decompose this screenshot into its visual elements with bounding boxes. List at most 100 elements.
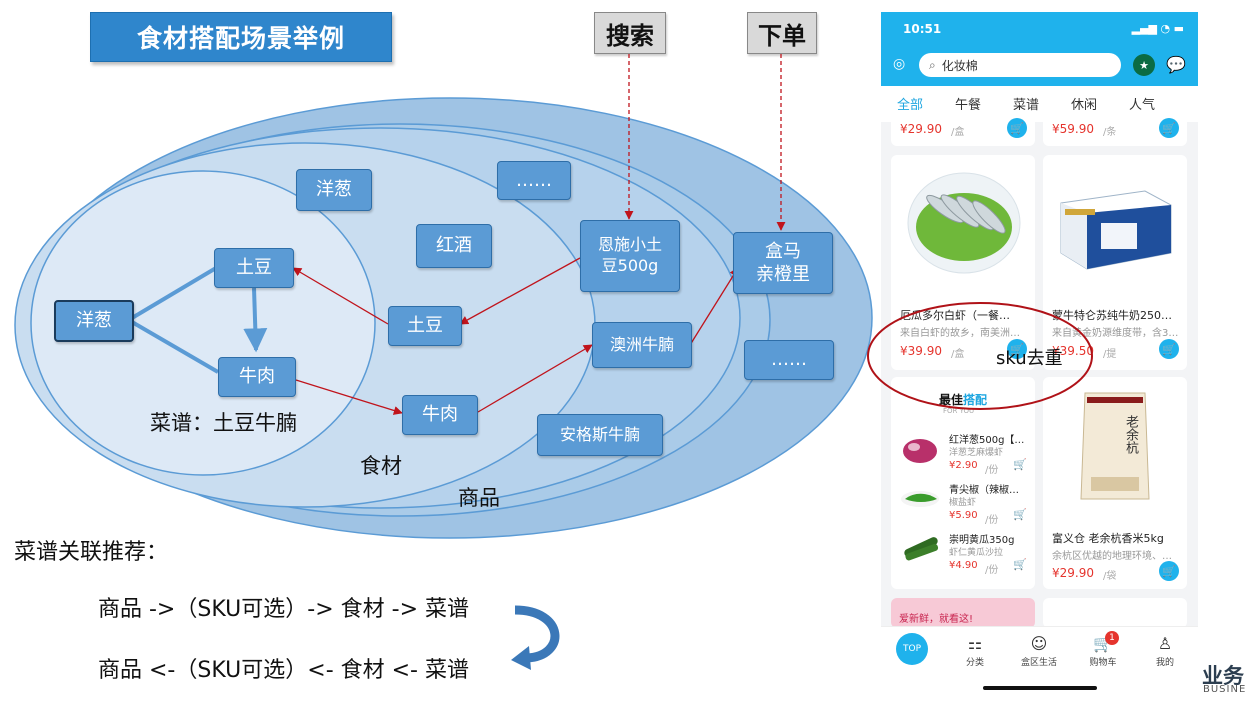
- arrow-ing-potato-recipe-potato: [292, 267, 389, 325]
- product-desc: 来自黄金奶源维度带，含3…: [1052, 328, 1179, 339]
- pairing-name: 青尖椒（辣椒…: [949, 485, 1019, 496]
- nav-life[interactable]: ☺盒区生活: [1015, 633, 1063, 668]
- nav-category[interactable]: ⚏分类: [951, 633, 999, 668]
- arrow-ing-beef-aus: [477, 344, 593, 413]
- search-label: 搜索: [594, 12, 666, 54]
- link-onion-beef: [130, 320, 220, 374]
- milk-box-image: [1060, 190, 1172, 270]
- pairing-unit: /份: [985, 515, 999, 526]
- product-desc: 余杭区优越的地理环境、…: [1052, 551, 1172, 562]
- product-name: 富义仓 老余杭香米5kg: [1052, 532, 1164, 545]
- scroll-top-button[interactable]: TOP: [896, 633, 928, 665]
- product-unit: /盒: [951, 349, 965, 360]
- cart-add-icon[interactable]: 🛒: [1007, 118, 1027, 138]
- cart-add-icon[interactable]: 🛒: [1159, 339, 1179, 359]
- annotation-ellipse: [867, 302, 1093, 410]
- search-input[interactable]: ⌕ 化妆棉: [919, 53, 1121, 77]
- chat-bubble-icon: ☺: [1030, 634, 1048, 653]
- nav-me[interactable]: ♙我的: [1141, 633, 1189, 668]
- product-price: ¥59.90: [1052, 122, 1094, 136]
- category-grid-icon: ⚏: [967, 634, 983, 653]
- promo-banner[interactable]: 爱新鲜，就看这!: [891, 598, 1035, 628]
- status-signal-icon: ▂▄▆ ◔ ▬: [1131, 22, 1184, 35]
- pairing-item[interactable]: 崇明黄瓜350g 虾仁黄瓜沙拉 ¥4.90 /份 🛒: [891, 525, 1035, 576]
- pairing-desc: 椒盐虾: [949, 498, 977, 508]
- product-price: ¥29.90: [900, 122, 942, 136]
- store-node-hema: 盒马 亲橙里: [733, 232, 833, 294]
- cart-add-icon[interactable]: 🛒: [1007, 339, 1027, 359]
- rice-bag-image: [1080, 392, 1150, 500]
- product-unit: /条: [1103, 127, 1117, 138]
- product-card-partial[interactable]: [1043, 598, 1187, 628]
- pairing-name: 红洋葱500g【…: [949, 435, 1025, 446]
- product-price: ¥39.90: [900, 344, 942, 358]
- starbucks-logo-icon[interactable]: ★: [1133, 54, 1155, 76]
- pairing-item[interactable]: 红洋葱500g【… 洋葱芝麻爆虾 ¥2.90 /份 🛒: [891, 425, 1035, 476]
- search-icon: ⌕: [929, 57, 936, 72]
- product-desc: 来自白虾的故乡，南美洲…: [900, 328, 1020, 339]
- cart-icon: 🛒: [1093, 634, 1113, 653]
- user-icon: ♙: [1157, 634, 1173, 653]
- best-pairing-card: 最佳搭配 FOR YOU 红洋葱500g【… 洋葱芝麻爆虾 ¥2.90 /份 🛒…: [891, 377, 1035, 589]
- recipe-node-potato: 土豆: [214, 248, 294, 288]
- tab-popular[interactable]: 人气: [1129, 98, 1156, 113]
- product-node-angus-beef: 安格斯牛腩: [537, 414, 663, 456]
- product-unit: /盒: [951, 127, 965, 138]
- tab-lunch[interactable]: 午餐: [955, 98, 982, 113]
- pairing-desc: 虾仁黄瓜沙拉: [949, 548, 1004, 558]
- product-card-partial[interactable]: ¥59.90 /条 🛒: [1043, 110, 1187, 146]
- search-placeholder: 化妆棉: [941, 58, 978, 73]
- ingredient-node-onion: 洋葱: [296, 169, 372, 211]
- ingredient-node-wine: 红酒: [416, 224, 492, 268]
- product-card-shrimp[interactable]: 厄瓜多尔白虾（一餐… 来自白虾的故乡，南美洲… ¥39.90 /盒 🛒: [891, 155, 1035, 370]
- slide-title: 食材搭配场景举例: [90, 12, 392, 62]
- recipe-node-beef: 牛肉: [218, 357, 296, 397]
- product-name: 厄瓜多尔白虾（一餐…: [900, 309, 1010, 322]
- shrimp-image: [907, 172, 1021, 274]
- red-onion-image: [903, 439, 937, 463]
- cart-add-icon[interactable]: 🛒: [1159, 118, 1179, 138]
- best-pairing-sub: FOR YOU: [943, 407, 975, 415]
- tab-all[interactable]: 全部: [897, 98, 924, 113]
- product-node-aus-beef: 澳洲牛腩: [592, 322, 692, 368]
- link-potato-beef: [243, 287, 268, 353]
- order-label: 下单: [747, 12, 817, 54]
- cart-add-icon[interactable]: 🛒: [1013, 508, 1027, 521]
- link-onion-potato: [130, 266, 218, 320]
- product-card-rice[interactable]: 老余杭 富义仓 老余杭香米5kg 余杭区优越的地理环境、… ¥29.90 /袋 …: [1043, 377, 1187, 589]
- location-pin-icon[interactable]: ◎: [893, 56, 906, 72]
- best-pairing-title: 最佳搭配: [939, 393, 988, 407]
- tab-snack[interactable]: 休闲: [1071, 98, 1098, 113]
- annotation-sku-dedup: sku去重: [996, 348, 1063, 369]
- tab-recipe[interactable]: 菜谱: [1013, 98, 1040, 113]
- recommend-line-forward: 商品 ->（SKU可选）-> 食材 -> 菜谱: [98, 597, 469, 622]
- recommend-line-backward: 商品 <-（SKU可选）<- 食材 <- 菜谱: [98, 658, 469, 683]
- phone-screen: 10:51 ▂▄▆ ◔ ▬ ◎ ⌕ 化妆棉 ★ 💬 全部 午餐 菜谱 休闲 人气…: [881, 12, 1198, 697]
- message-icon[interactable]: 💬: [1166, 55, 1186, 74]
- pairing-item[interactable]: 青尖椒（辣椒… 椒盐虾 ¥5.90 /份 🛒: [891, 475, 1035, 526]
- pairing-unit: /份: [985, 465, 999, 476]
- rice-pack-text: 老余杭: [1123, 415, 1138, 454]
- arrow-aus-hema: [689, 267, 739, 346]
- product-card-partial[interactable]: ¥29.90 /盒 🛒: [891, 110, 1035, 146]
- cart-add-icon[interactable]: 🛒: [1159, 561, 1179, 581]
- pairing-price: ¥4.90: [949, 560, 978, 571]
- cart-badge: 1: [1105, 631, 1119, 645]
- bottom-nav: TOP ⚏分类 ☺盒区生活 🛒购物车 1 ♙我的: [881, 626, 1198, 697]
- corner-logo-sub: BUSINE: [1203, 684, 1247, 695]
- caption-ingredient: 食材: [360, 454, 402, 478]
- nav-cart[interactable]: 🛒购物车 1: [1079, 631, 1127, 668]
- corner-logo: 业务: [1202, 664, 1244, 688]
- recipe-ellipse: [30, 170, 376, 476]
- pairing-price: ¥2.90: [949, 460, 978, 471]
- cart-add-icon[interactable]: 🛒: [1013, 458, 1027, 471]
- product-card-milk[interactable]: 蒙牛特仑苏纯牛奶250… 来自黄金奶源维度带，含3… ¥39.50 /提 🛒: [1043, 155, 1187, 370]
- pairing-name: 崇明黄瓜350g: [949, 535, 1015, 546]
- ingredient-node-beef: 牛肉: [402, 395, 478, 435]
- product-node-enshi-potato: 恩施小土 豆500g: [580, 220, 680, 292]
- product-node-more: ……: [497, 161, 571, 200]
- cart-add-icon[interactable]: 🛒: [1013, 558, 1027, 571]
- arrow-recipe-beef-ing-beef: [295, 379, 403, 415]
- recipe-node-onion: 洋葱: [54, 300, 134, 342]
- recommend-heading: 菜谱关联推荐：: [14, 540, 169, 565]
